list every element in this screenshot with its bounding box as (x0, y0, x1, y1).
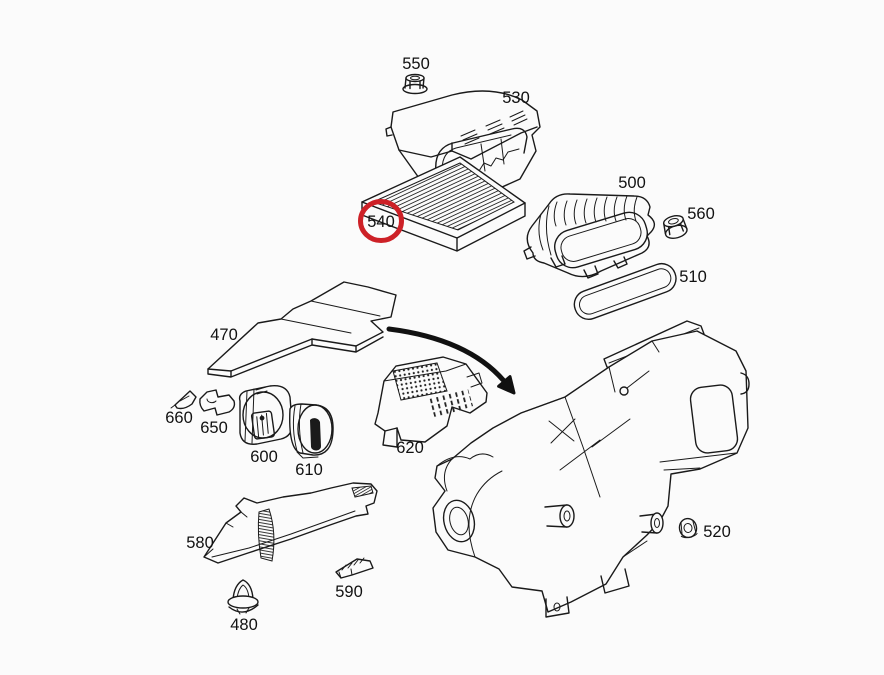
part-label-480: 480 (230, 616, 258, 634)
part-610-actuator-drawing (289, 403, 334, 459)
part-480-clip-drawing (227, 579, 259, 615)
part-label-560: 560 (687, 205, 715, 223)
part-label-470: 470 (210, 326, 238, 344)
part-label-620: 620 (396, 439, 424, 457)
part-label-600: 600 (250, 448, 278, 466)
part-540-cabin-filter-drawing (361, 156, 526, 252)
part-label-540: 540 (367, 213, 395, 231)
part-470-insulation-panel-drawing (207, 281, 397, 378)
red-highlight-circle (358, 199, 404, 243)
grille-mesh (392, 362, 448, 401)
part-580-side-cover-drawing (203, 482, 378, 564)
part-560-nut-drawing (663, 215, 688, 239)
part-660-clip-drawing (170, 390, 197, 410)
part-label-650: 650 (200, 419, 228, 437)
part-label-520: 520 (703, 523, 731, 541)
part-510-seal-ring-drawing (573, 262, 677, 320)
part-590-bracket-drawing (335, 557, 374, 579)
part-label-610: 610 (295, 461, 323, 479)
part-650-bracket-drawing (199, 389, 236, 416)
filter-pleats (371, 162, 515, 231)
grille-slots (429, 389, 473, 419)
part-label-660: 660 (165, 409, 193, 427)
part-500-intake-duct-drawing (523, 193, 656, 279)
part-label-510: 510 (679, 268, 707, 286)
part-label-550: 550 (402, 55, 430, 73)
part-550-nut-drawing (402, 73, 428, 95)
actuator-slot (310, 418, 322, 451)
part-620-grille-cover-drawing (374, 356, 488, 448)
flow-arrow (386, 326, 516, 395)
hvac-housing-assembly-drawing (432, 320, 750, 618)
part-600-actuator-drawing (238, 385, 293, 445)
part-label-590: 590 (335, 583, 363, 601)
part-label-500: 500 (618, 174, 646, 192)
part-label-530: 530 (502, 89, 530, 107)
corrugated-band (257, 508, 275, 562)
part-520-nut-drawing (678, 517, 698, 539)
hatch-patch (351, 485, 374, 498)
part-label-580: 580 (186, 534, 214, 552)
